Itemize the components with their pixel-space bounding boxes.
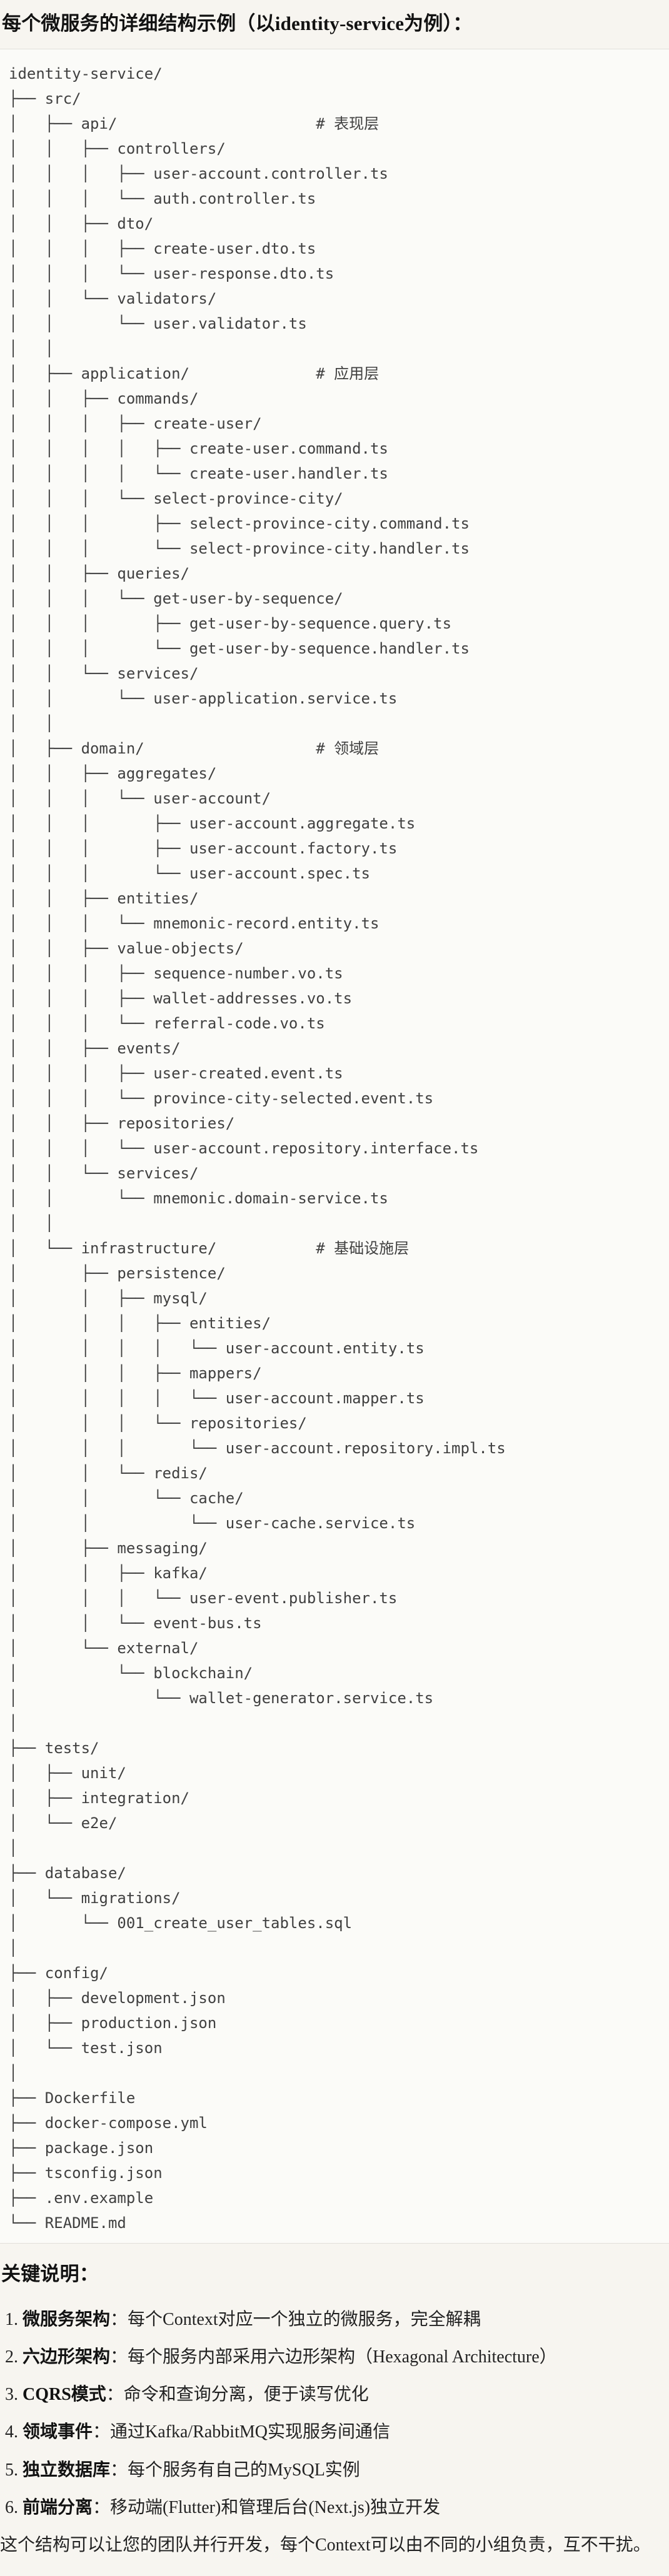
note-item-domain-events: 4.领域事件：通过Kafka/RabbitMQ实现服务间通信: [0, 2420, 669, 2444]
note-number: 1.: [5, 2309, 18, 2329]
note-desc: ：每个服务有自己的MySQL实例: [110, 2460, 360, 2480]
notes-heading: 关键说明：: [1, 2262, 99, 2285]
note-item-frontend: 6.前端分离：移动端(Flutter)和管理后台(Next.js)独立开发: [0, 2495, 669, 2520]
note-item-cqrs: 3.CQRS模式：命令和查询分离，便于读写优化: [0, 2382, 669, 2407]
notes-section: 关键说明： 1.微服务架构：每个Context对应一个独立的微服务，完全解耦 2…: [0, 2263, 669, 2576]
note-term: 领域事件: [23, 2422, 93, 2442]
note-term: 前端分离: [23, 2497, 93, 2517]
note-desc: ：通过Kafka/RabbitMQ实现服务间通信: [93, 2422, 390, 2442]
note-number: 6.: [5, 2497, 18, 2517]
page-title: 每个微服务的详细结构示例（以identity-service为例）：: [2, 12, 473, 34]
note-desc: ：命令和查询分离，便于读写优化: [106, 2385, 369, 2405]
notes-list: 1.微服务架构：每个Context对应一个独立的微服务，完全解耦 2.六边形架构…: [0, 2307, 669, 2520]
note-number: 3.: [5, 2385, 18, 2405]
note-number: 4.: [5, 2422, 18, 2442]
note-desc: ：每个Context对应一个独立的微服务，完全解耦: [110, 2309, 481, 2329]
note-term: 六边形架构: [23, 2347, 111, 2367]
note-desc: ：每个服务内部采用六边形架构（Hexagonal Architecture）: [110, 2347, 557, 2367]
note-number: 2.: [5, 2347, 18, 2367]
note-term: CQRS模式: [23, 2385, 106, 2405]
note-desc: ：移动端(Flutter)和管理后台(Next.js)独立开发: [93, 2497, 441, 2517]
note-item-database: 5.独立数据库：每个服务有自己的MySQL实例: [0, 2458, 669, 2482]
note-term: 微服务架构: [23, 2309, 111, 2329]
note-item-hexagonal: 2.六边形架构：每个服务内部采用六边形架构（Hexagonal Architec…: [0, 2345, 669, 2369]
note-term: 独立数据库: [23, 2460, 111, 2480]
code-block: identity-service/ ├── src/ │ ├── api/ # …: [0, 48, 669, 2244]
note-number: 5.: [5, 2460, 18, 2480]
directory-tree: identity-service/ ├── src/ │ ├── api/ # …: [9, 64, 506, 2232]
note-item-microservices: 1.微服务架构：每个Context对应一个独立的微服务，完全解耦: [0, 2307, 669, 2332]
notes-footer: 这个结构可以让您的团队并行开发，每个Context可以由不同的小组负责，互不干扰…: [0, 2535, 651, 2555]
